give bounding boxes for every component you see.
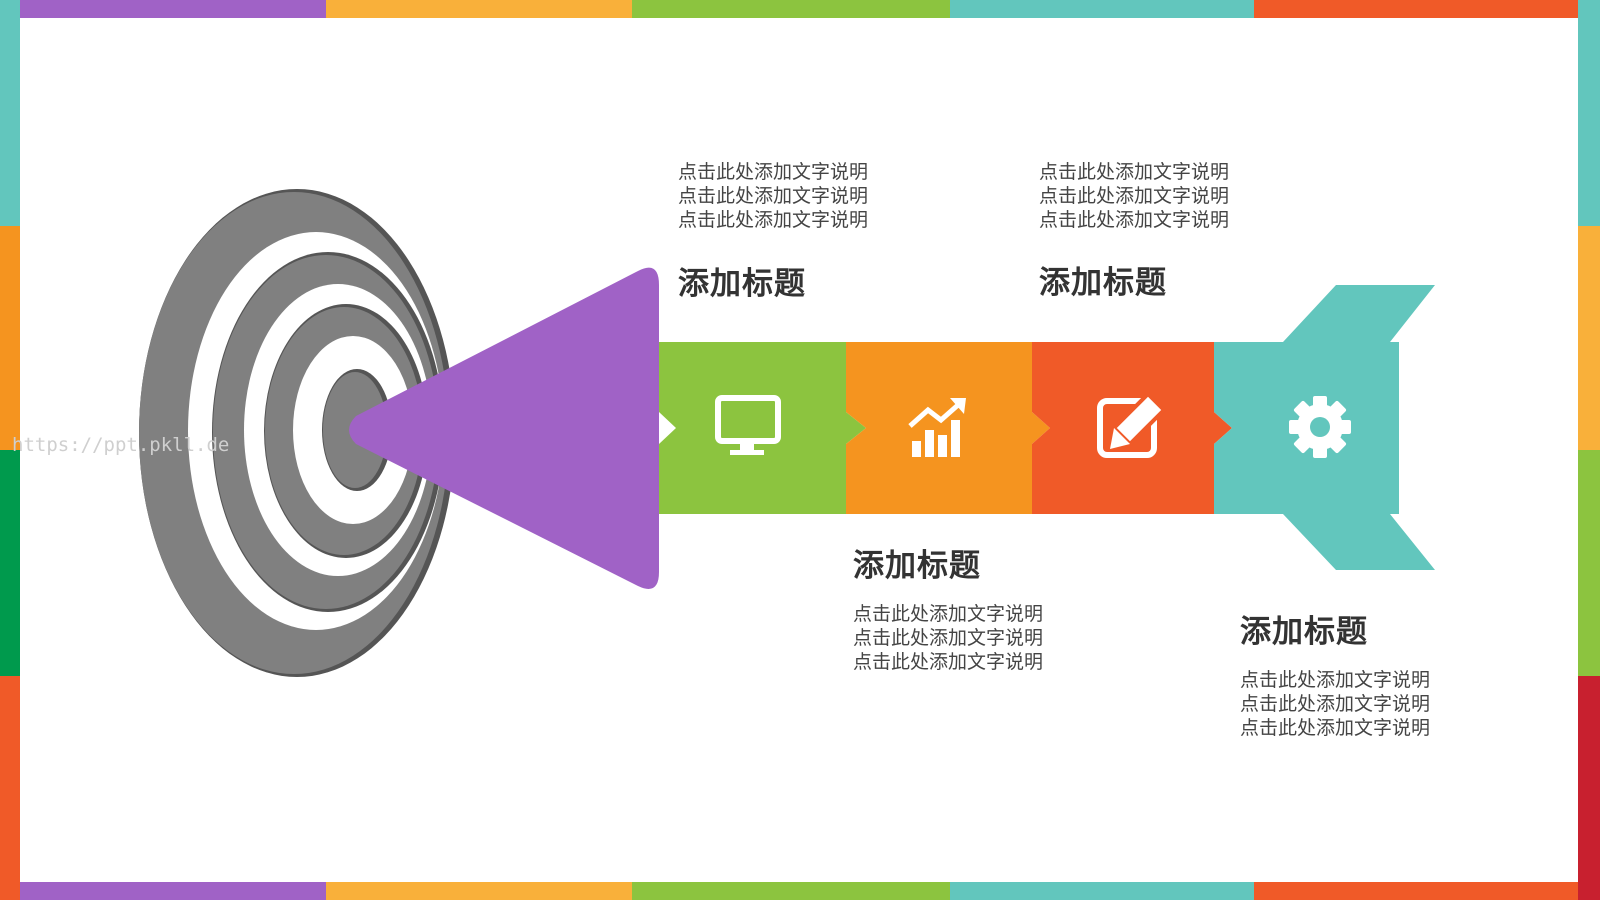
frame-segment [1578, 0, 1600, 226]
frame-segment [0, 676, 20, 900]
step-block-2 [846, 342, 1050, 514]
arrowhead-shape [349, 267, 659, 589]
step-2-description: 点击此处添加文字说明 点击此处添加文字说明 点击此处添加文字说明 [853, 602, 1043, 674]
frame-segment [1254, 0, 1600, 18]
frame-segment [0, 226, 20, 450]
step-4-description: 点击此处添加文字说明 点击此处添加文字说明 点击此处添加文字说明 [1240, 668, 1430, 740]
frame-left-stripe [0, 0, 20, 900]
frame-segment [0, 882, 326, 900]
frame-bottom-stripe [0, 882, 1600, 900]
description-line: 点击此处添加文字说明 [678, 209, 869, 231]
frame-segment [0, 0, 20, 226]
frame-segment [1578, 226, 1600, 450]
step-2-title: 添加标题 [853, 548, 981, 584]
description-line: 点击此处添加文字说明 [1240, 693, 1431, 715]
description-line: 点击此处添加文字说明 [678, 161, 869, 183]
edit-icon [1097, 391, 1167, 458]
frame-top-stripe [0, 0, 1600, 18]
bar-chart-trend-icon [908, 398, 966, 457]
frame-segment [1578, 450, 1600, 676]
step-3-title: 添加标题 [1039, 265, 1167, 301]
description-line: 点击此处添加文字说明 [1240, 669, 1431, 691]
description-line: 点击此处添加文字说明 [1039, 209, 1230, 231]
frame-segment [1578, 676, 1600, 900]
description-line: 点击此处添加文字说明 [1240, 717, 1431, 739]
frame-right-stripe [1578, 0, 1600, 900]
frame-segment [950, 882, 1254, 900]
description-line: 点击此处添加文字说明 [1039, 185, 1230, 207]
frame-segment [632, 0, 950, 18]
frame-segment [326, 882, 632, 900]
frame-segment [632, 882, 950, 900]
frame-segment [950, 0, 1254, 18]
frame-segment [1254, 882, 1600, 900]
description-line: 点击此处添加文字说明 [1039, 161, 1230, 183]
target-icon [139, 189, 455, 677]
frame-segment [0, 0, 326, 18]
step-block-1 [659, 342, 866, 514]
description-line: 点击此处添加文字说明 [678, 185, 869, 207]
frame-segment [326, 0, 632, 18]
watermark-text: https://ppt.pkll.de [12, 434, 230, 456]
step-4-title: 添加标题 [1240, 614, 1368, 650]
description-line: 点击此处添加文字说明 [853, 627, 1044, 649]
monitor-icon [715, 395, 781, 455]
step-3-description: 点击此处添加文字说明 点击此处添加文字说明 点击此处添加文字说明 [1039, 160, 1229, 232]
description-line: 点击此处添加文字说明 [853, 603, 1044, 625]
gear-icon [1289, 396, 1351, 458]
step-1-description: 点击此处添加文字说明 点击此处添加文字说明 点击此处添加文字说明 [678, 160, 868, 232]
description-line: 点击此处添加文字说明 [853, 651, 1044, 673]
step-1-title: 添加标题 [678, 266, 806, 302]
frame-segment [0, 450, 20, 676]
